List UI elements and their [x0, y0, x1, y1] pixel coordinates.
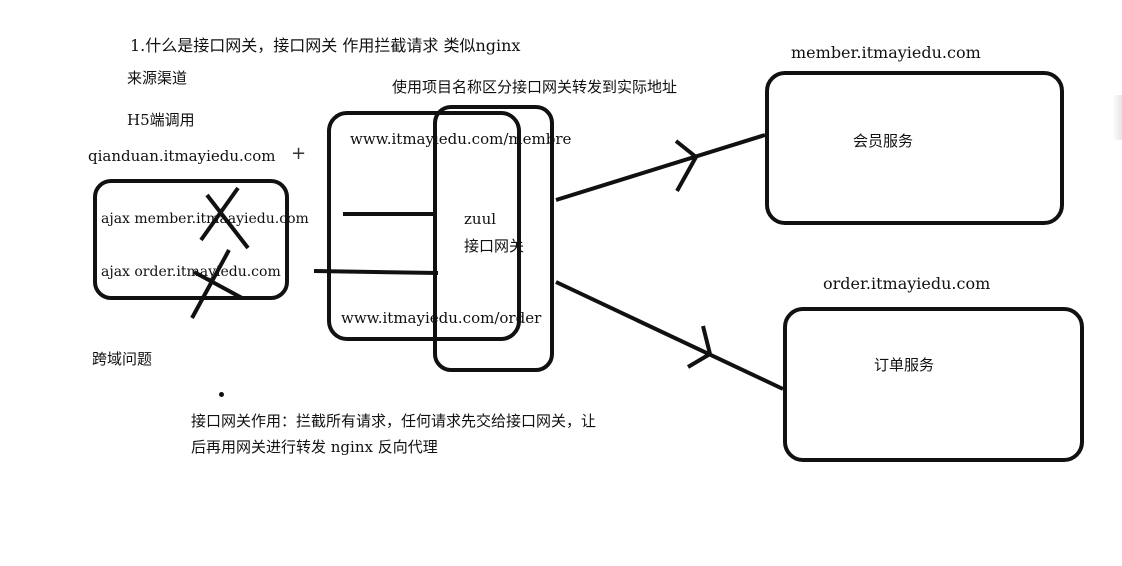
cross-mark-member-a: [205, 193, 250, 250]
order-service-box: [783, 307, 1084, 462]
connector-order: [313, 269, 439, 275]
window-edge-handle: [1112, 95, 1122, 140]
arrow-to-order-service: [555, 280, 784, 391]
order-service-domain: order.itmayiedu.com: [823, 274, 991, 293]
crosshair-cursor-icon: +: [291, 143, 307, 164]
note-gateway-role-line2: 后再用网关进行转发 nginx 反向代理: [191, 438, 438, 456]
client-box: [93, 179, 289, 300]
arrow-head-order: [686, 325, 713, 369]
gateway-order-path: www.itmayiedu.com/order: [341, 309, 542, 327]
note-cross-domain: 跨域问题: [92, 350, 153, 368]
gateway-label: 接口网关: [464, 237, 525, 255]
note-gateway-role-line1: 接口网关作用：拦截所有请求，任何请求先交给接口网关，让: [191, 412, 597, 430]
cross-mark-order-b: [190, 249, 231, 319]
client-ajax-member: ajax member.itmaayiedu.com: [101, 211, 309, 227]
note-project-routing: 使用项目名称区分接口网关转发到实际地址: [392, 78, 678, 96]
arrow-head-member: [674, 139, 699, 192]
member-service-box: [765, 71, 1064, 225]
gateway-outer-box: [327, 111, 521, 341]
client-ajax-order: ajax order.itmayiedu.com: [101, 264, 281, 280]
note-h5-call: H5端调用: [127, 111, 195, 129]
note-title: 1.什么是接口网关，接口网关 作用拦截请求 类似nginx: [130, 36, 521, 55]
note-frontend-domain: qianduan.itmayiedu.com: [88, 147, 276, 165]
gateway-inner-box: [433, 105, 554, 372]
arrow-to-member-service: [555, 133, 766, 202]
member-service-domain: member.itmayiedu.com: [791, 43, 981, 62]
gateway-member-path: www.itmayiedu.com/membre: [350, 130, 572, 148]
bullet-dot: [219, 392, 224, 397]
cross-mark-member-b: [199, 186, 240, 242]
note-source-channel: 来源渠道: [127, 69, 188, 87]
member-service-label: 会员服务: [853, 132, 914, 150]
order-service-label: 订单服务: [874, 356, 935, 374]
cross-mark-order-a: [193, 270, 243, 300]
gateway-zuul: zuul: [464, 210, 497, 228]
